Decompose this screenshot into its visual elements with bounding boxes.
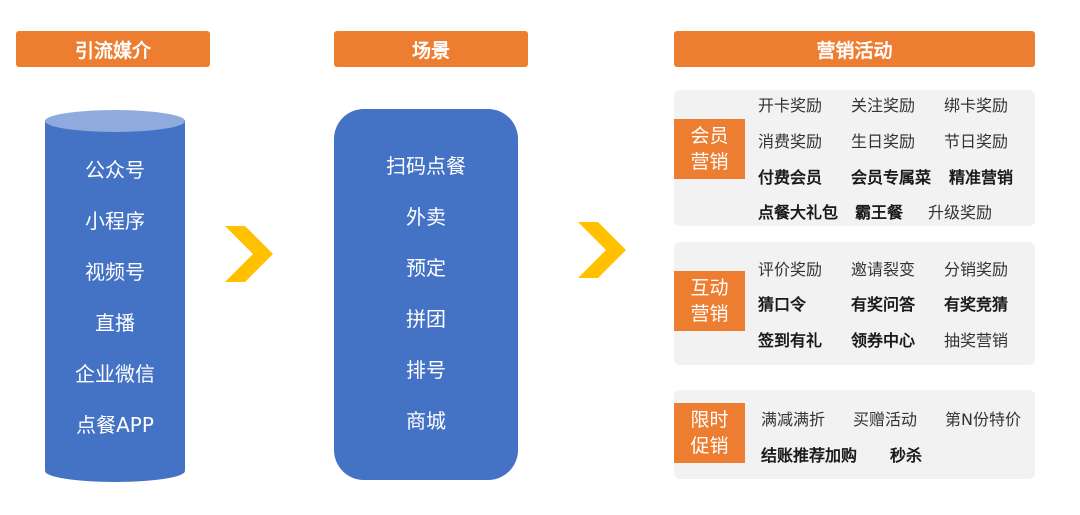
header-scene-label: 场景 (411, 39, 450, 62)
scene-box: 扫码点餐 外卖 预定 拼团 排号 商城 (334, 109, 518, 480)
activity-item: 邀请裂变 (851, 260, 916, 279)
activity-item: 签到有礼 (758, 331, 823, 350)
cylinder-body (45, 120, 185, 470)
media-cylinder: 公众号 小程序 视频号 直播 企业微信 点餐APP (45, 110, 185, 482)
header-media: 引流媒介 (16, 31, 210, 67)
tag-line: 营销 (690, 303, 729, 325)
activity-item: 生日奖励 (851, 132, 916, 151)
tag-line: 营销 (690, 151, 729, 173)
activity-item: 有奖竞猜 (944, 295, 1009, 314)
scene-item: 预定 (406, 256, 446, 280)
activity-item: 升级奖励 (928, 203, 993, 222)
panel-member-marketing: 会员 营销 开卡奖励 关注奖励 绑卡奖励 消费奖励 生日奖励 节日奖励 付费会员… (674, 90, 1035, 226)
media-item: 小程序 (85, 209, 145, 233)
header-marketing: 营销活动 (674, 31, 1035, 67)
activity-item: 开卡奖励 (758, 96, 823, 115)
scene-list: 扫码点餐 外卖 预定 拼团 排号 商城 (334, 152, 518, 458)
activity-item: 分销奖励 (944, 260, 1009, 279)
header-marketing-label: 营销活动 (816, 39, 893, 62)
scene-item: 排号 (406, 358, 446, 382)
media-item: 直播 (95, 311, 135, 335)
panel-limited-promotion: 限时 促销 满减满折 买赠活动 第N份特价 结账推荐加购 秒杀 (674, 390, 1035, 479)
scene-item: 拼团 (406, 307, 446, 331)
activity-item: 消费奖励 (758, 132, 823, 151)
tag-line: 互动 (690, 277, 729, 299)
activity-item: 领券中心 (851, 331, 916, 350)
tag-limited-promotion: 限时 促销 (674, 403, 745, 463)
activity-item: 绑卡奖励 (944, 96, 1009, 115)
activity-item: 结账推荐加购 (761, 446, 858, 465)
media-item: 企业微信 (75, 362, 155, 386)
activity-item: 会员专属菜 (851, 168, 932, 187)
activity-item: 付费会员 (758, 168, 823, 187)
media-list: 公众号 小程序 视频号 直播 企业微信 点餐APP (45, 156, 185, 462)
activity-item: 有奖问答 (851, 295, 916, 314)
activity-item: 精准营销 (949, 168, 1014, 187)
scene-item: 扫码点餐 (386, 154, 466, 178)
activity-item: 抽奖营销 (944, 331, 1009, 350)
scene-item: 外卖 (406, 205, 446, 229)
media-item: 视频号 (85, 260, 145, 284)
tag-line: 促销 (690, 435, 729, 457)
tag-interactive-marketing: 互动 营销 (674, 271, 745, 331)
activity-item: 猜口令 (758, 295, 807, 314)
header-scene: 场景 (334, 31, 528, 67)
cylinder-top (45, 110, 185, 132)
activity-item: 买赠活动 (853, 410, 918, 429)
chevron-right-icon (225, 226, 273, 282)
activity-item: 点餐大礼包 (758, 203, 839, 222)
media-item: 点餐APP (76, 413, 154, 437)
media-item: 公众号 (85, 158, 145, 182)
scene-item: 商城 (406, 409, 446, 433)
activity-item: 霸王餐 (855, 203, 904, 222)
activity-item: 节日奖励 (944, 132, 1009, 151)
activity-item: 评价奖励 (758, 260, 823, 279)
activity-item: 关注奖励 (851, 96, 916, 115)
activity-item: 第N份特价 (945, 410, 1021, 429)
tag-line: 限时 (690, 409, 729, 431)
tag-line: 会员 (690, 125, 729, 147)
chevron-right-icon (578, 222, 626, 278)
panel-interactive-marketing: 互动 营销 评价奖励 邀请裂变 分销奖励 猜口令 有奖问答 有奖竞猜 签到有礼 … (674, 242, 1035, 365)
header-media-label: 引流媒介 (74, 39, 151, 62)
activity-item: 秒杀 (890, 446, 923, 465)
tag-member-marketing: 会员 营销 (674, 119, 745, 179)
activity-item: 满减满折 (761, 410, 826, 429)
